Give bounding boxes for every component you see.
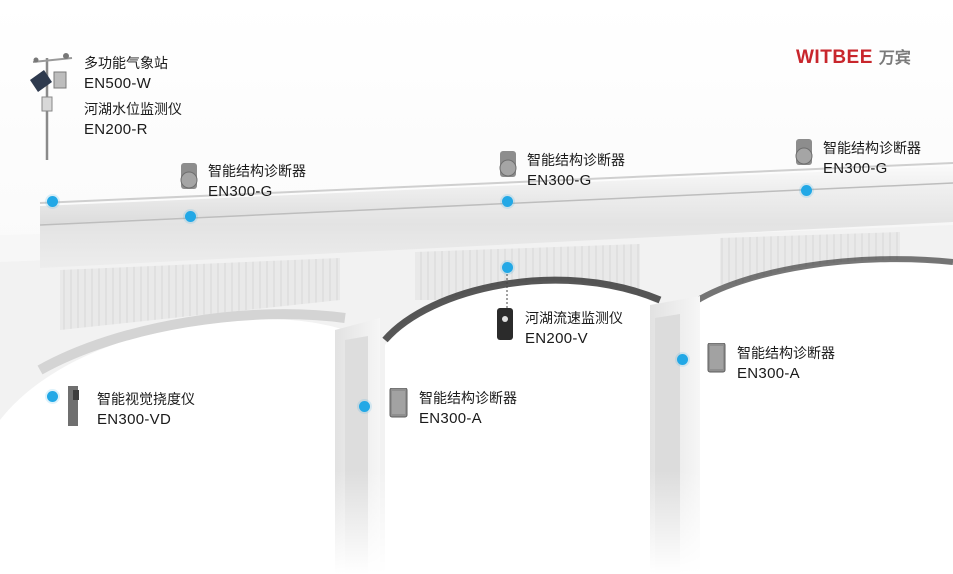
sensor-dot-deck-right[interactable] (800, 184, 812, 196)
sensor-label-deck-left: 智能结构诊断器 EN300-G (208, 163, 306, 201)
sensor-label-deflection: 智能视觉挠度仪 EN300-VD (97, 391, 195, 429)
sensor-label-deck-right: 智能结构诊断器 EN300-G (823, 140, 921, 178)
sensor-model: EN300-G (527, 172, 592, 189)
sensor-label-pier-middle: 智能结构诊断器 EN300-A (419, 390, 517, 428)
accelerometer-box-icon (389, 388, 408, 418)
accelerometer-box-icon (707, 343, 726, 373)
sensor-dot-deflection[interactable] (46, 390, 58, 402)
vision-deflection-camera-icon (68, 386, 79, 426)
sensor-name: 智能结构诊断器 (527, 153, 625, 169)
gnss-sensor-icon (180, 163, 198, 189)
weather-station-icon (30, 53, 73, 160)
sensor-model: EN300-A (419, 410, 482, 427)
gnss-sensor-icon (795, 139, 813, 165)
sensor-model: EN300-G (823, 160, 888, 177)
sensor-dot-weather[interactable] (46, 195, 58, 207)
sensor-dot-flow[interactable] (501, 261, 513, 273)
sensor-model: EN200-V (525, 330, 588, 347)
sensor-name: 智能视觉挠度仪 (97, 392, 195, 408)
sensor-label-weather: 多功能气象站 EN500-W (84, 55, 168, 93)
sensor-name: 智能结构诊断器 (823, 141, 921, 157)
sensor-model: EN200-R (84, 121, 148, 138)
sensor-label-deck-middle: 智能结构诊断器 EN300-G (527, 152, 625, 190)
flow-meter-icon (497, 308, 513, 340)
sensor-model: EN300-VD (97, 411, 172, 428)
sensor-dot-pier-middle[interactable] (358, 400, 370, 412)
brand-logo-text: WITBEE (796, 47, 873, 68)
sensor-model: EN300-A (737, 365, 800, 382)
sensor-name: 智能结构诊断器 (208, 164, 306, 180)
sensor-name: 多功能气象站 (84, 56, 168, 72)
sensor-name: 河湖流速监测仪 (525, 311, 623, 327)
sensor-model: EN300-G (208, 183, 273, 200)
sensor-dot-deck-middle[interactable] (501, 195, 513, 207)
sensor-dot-pier-right[interactable] (676, 353, 688, 365)
sensor-label-water-level: 河湖水位监测仪 EN200-R (84, 101, 182, 139)
sensor-name: 河湖水位监测仪 (84, 102, 182, 118)
sensor-name: 智能结构诊断器 (737, 346, 835, 362)
sensor-name: 智能结构诊断器 (419, 391, 517, 407)
brand-logo-cn: 万宾 (878, 48, 911, 67)
brand-logo: WITBEE 万宾 (796, 44, 911, 69)
sensor-label-pier-right: 智能结构诊断器 EN300-A (737, 345, 835, 383)
sensor-label-flow: 河湖流速监测仪 EN200-V (525, 310, 623, 348)
sensor-model: EN500-W (84, 75, 152, 92)
sensor-dot-deck-left[interactable] (184, 210, 196, 222)
gnss-sensor-icon (499, 151, 517, 177)
